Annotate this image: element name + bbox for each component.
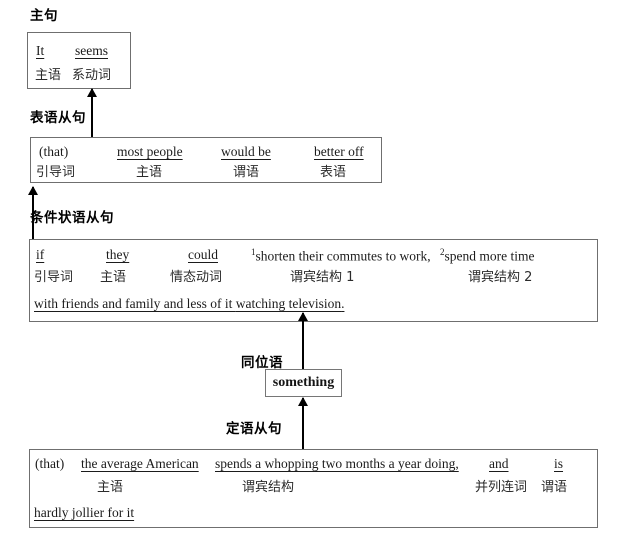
conditional-en-could: could — [188, 247, 218, 262]
predicative-en-2: would be — [221, 144, 271, 159]
conditional-en-row3-bold: watching television — [235, 296, 342, 311]
appositive-text: something — [272, 375, 335, 390]
conditional-en-item1-superscript: 1 — [251, 247, 256, 257]
attributive-en-is: is — [554, 456, 564, 471]
conditional-en-row3-plain: with friends and family and less of it — [34, 296, 236, 311]
main-clause-zh-1: 系动词 — [72, 68, 112, 83]
conditional-en-item2-text: spend more time — [444, 248, 535, 264]
predicative-zh-2: 谓语 — [233, 165, 260, 180]
conditional-zh-0: 引导词 — [34, 270, 74, 285]
conditional-zh-2: 情态动词 — [170, 270, 223, 285]
conditional-zh-3: 谓宾结构 1 — [290, 270, 355, 285]
predicative-zh-3: 表语 — [320, 165, 347, 180]
attributive-en-that: (that) — [35, 456, 65, 471]
conditional-zh-1: 主语 — [100, 270, 127, 285]
predicative-clause-box: (that) most people would be better off 引… — [30, 137, 382, 183]
attributive-zh-0: 主语 — [97, 480, 124, 495]
conditional-en-item1: 1shorten their commutes to work, — [251, 248, 431, 263]
conditional-en-item2: 2spend more time — [440, 248, 534, 263]
main-clause-zh-0: 主语 — [35, 68, 62, 83]
main-clause-en-1: seems — [75, 43, 108, 58]
attributive-zh-1: 谓宾结构 — [242, 480, 295, 495]
conditional-en-if: if — [36, 247, 45, 262]
label-attributive-clause: 定语从句 — [226, 421, 282, 437]
conditional-clause-box: if they could 1shorten their commutes to… — [29, 239, 598, 322]
arrow-attributive-to-appositive — [302, 398, 304, 449]
conditional-en-item1-text: shorten their commutes to work, — [255, 248, 431, 264]
attributive-en-row2: hardly jollier for it — [34, 505, 135, 520]
label-main-clause: 主句 — [30, 8, 58, 24]
attributive-clause-box: (that) the average American spends a who… — [29, 449, 598, 528]
predicative-en-1: most people — [117, 144, 183, 159]
arrow-appositive-to-conditional — [302, 313, 304, 369]
predicative-zh-0: 引导词 — [36, 165, 76, 180]
attributive-zh-2: 并列连词 — [475, 480, 528, 495]
label-appositive: 同位语 — [241, 355, 283, 371]
label-predicative-clause: 表语从句 — [30, 110, 86, 126]
conditional-zh-4: 谓宾结构 2 — [468, 270, 533, 285]
main-clause-en-0: It — [36, 43, 45, 58]
conditional-en-row3-period: . — [341, 296, 345, 311]
arrow-conditional-to-predicative — [32, 187, 34, 239]
attributive-en-subject: the average American — [81, 456, 199, 471]
appositive-box: something — [265, 369, 342, 397]
conditional-en-they: they — [106, 247, 130, 262]
attributive-en-predicate: spends a whopping two months a year doin… — [215, 456, 459, 471]
label-conditional-clause: 条件状语从句 — [30, 210, 114, 226]
predicative-en-3: better off — [314, 144, 364, 159]
predicative-en-0: (that) — [39, 144, 69, 159]
attributive-en-and: and — [489, 456, 509, 471]
predicative-zh-1: 主语 — [136, 165, 163, 180]
attributive-zh-3: 谓语 — [541, 480, 568, 495]
conditional-en-row3: with friends and family and less of it w… — [34, 297, 344, 311]
conditional-en-item2-superscript: 2 — [440, 247, 445, 257]
main-clause-box: It seems 主语 系动词 — [27, 32, 131, 89]
arrow-predicative-to-main — [91, 89, 93, 137]
